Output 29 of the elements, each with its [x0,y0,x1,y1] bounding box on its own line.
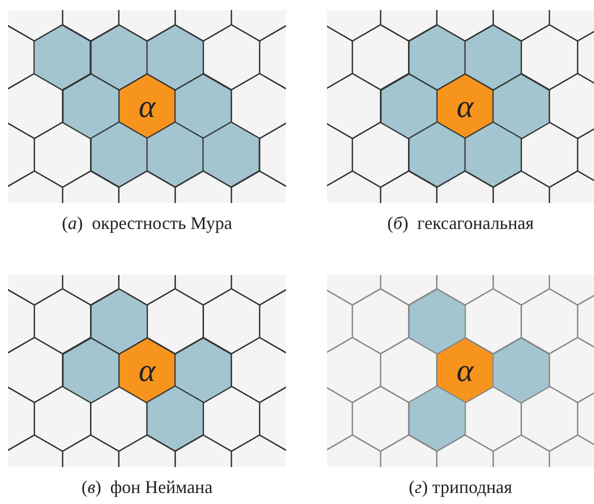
hexagon-cell [62,338,119,402]
hexagon-cell [493,338,550,402]
hexagon-cell [465,24,522,90]
hexagon-cell [408,288,465,354]
panel-label: (б) гексагональная [386,213,535,234]
hexagon-cell [493,74,550,138]
hexagon-cell [175,74,232,138]
hexagon-cell [90,288,147,354]
hexagon-cell [147,122,204,188]
hexagon-cell [380,74,437,138]
hexagon-cell [408,386,465,452]
panel-label: (а) окрестность Мура [60,213,234,234]
hexagon-cell [90,122,147,188]
hexagon-cell [90,24,147,90]
hexagon-cell [147,386,204,452]
hexagon-cell [408,122,465,188]
panel-label: (в) фон Неймана [80,477,214,498]
panel-label: (г) триподная [408,477,514,498]
hexagon-cell [175,338,232,402]
hexagon-cell [465,122,522,188]
hexagon-cell [62,74,119,138]
hexagon-cell [34,24,91,90]
hexagon-cell [203,122,260,188]
hexagon-cell [147,24,204,90]
hexagon-cell: α [436,74,494,138]
hexagon-cell: α [118,74,176,138]
hexagon-cell [408,24,465,90]
hexagon-cell: α [436,338,494,402]
hexagon-cell: α [118,338,176,402]
